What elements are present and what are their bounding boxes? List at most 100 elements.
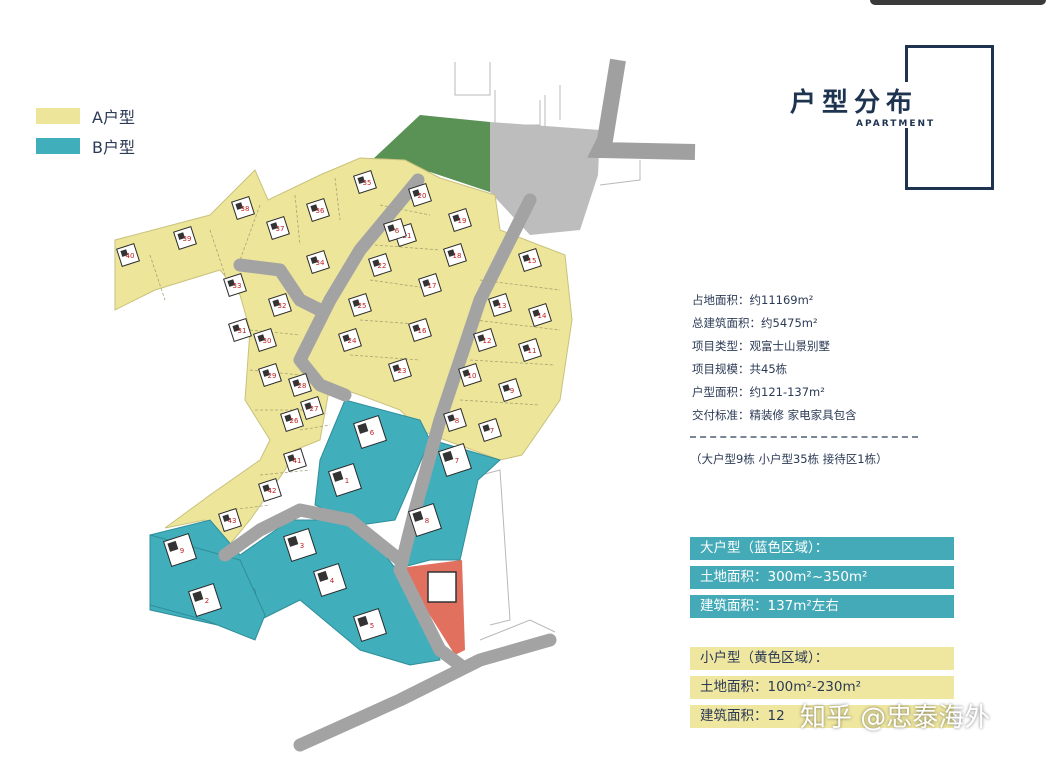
top-bar: [870, 0, 1046, 5]
info-land-area: 占地面积：约11169m²: [692, 293, 814, 307]
title-frame: [905, 45, 994, 190]
house-icon: [352, 414, 388, 450]
lot-number: 10: [468, 372, 477, 380]
lot-number: 3: [300, 542, 304, 550]
info-project-type: 项目类型：观富士山景别墅: [692, 339, 830, 353]
lot-number: 40: [126, 252, 135, 260]
house-roof-detail: [167, 540, 179, 552]
title-frame-left-top: [905, 45, 908, 105]
house-roof-detail: [522, 254, 530, 262]
entrance-road: [587, 58, 696, 160]
lot-number: 20: [418, 192, 427, 200]
house-roof-detail: [272, 299, 280, 307]
unit-count-note: （大户型9栋 小户型35栋 接待区1栋）: [690, 452, 888, 466]
lot-number: 30: [263, 337, 272, 345]
house-roof-detail: [177, 232, 185, 240]
lot-number: 24: [348, 337, 357, 345]
lot-number: 36: [316, 207, 325, 215]
small-type-heading: 小户型（黄色区域）：: [690, 647, 954, 670]
lot-number: 25: [358, 302, 367, 310]
large-type-land: 土地面积：300m²~350m²: [690, 566, 954, 589]
lot-number: 38: [241, 205, 250, 213]
legend-swatch-a: [36, 108, 80, 124]
house-roof-detail: [532, 309, 541, 317]
lot-number: 32: [278, 302, 287, 310]
lot-number: 42: [268, 487, 277, 495]
lot-number: 43: [228, 517, 237, 525]
title-frame-left-bottom: [905, 128, 908, 187]
small-type-building: 建筑面积：12: [690, 705, 954, 728]
house-roof-detail: [447, 414, 455, 422]
info-unit-area: 户型面积：约121-137m²: [692, 385, 825, 399]
house-icon: [327, 462, 363, 498]
lot-number: 5: [370, 622, 374, 630]
lot-number: 6: [370, 429, 375, 437]
house-icon: [407, 502, 443, 538]
house-icon: [282, 527, 318, 563]
house-roof-detail: [352, 299, 360, 307]
house-roof-detail: [227, 279, 236, 287]
house-roof-detail: [332, 470, 344, 482]
info-project-scale: 项目规模：共45栋: [692, 362, 788, 376]
lot-number: 7: [490, 427, 494, 435]
large-type-heading: 大户型（蓝色区域）：: [690, 537, 954, 560]
lot-number: 18: [453, 252, 462, 260]
house-roof-detail: [482, 424, 490, 432]
house-roof-detail: [304, 402, 312, 410]
lot-number: 19: [458, 217, 467, 225]
lot-number: 1: [345, 477, 349, 485]
house-roof-detail: [502, 384, 510, 392]
house-roof-detail: [522, 344, 530, 352]
house-roof-detail: [422, 279, 430, 287]
house-roof-detail: [342, 334, 350, 342]
legend-item-a: A户型: [36, 104, 135, 128]
lot-number: 8: [455, 417, 459, 425]
house-roof-detail: [310, 256, 318, 264]
house-roof-detail: [357, 422, 369, 434]
house-roof-detail: [270, 222, 278, 230]
lot-boundaries: [149, 177, 561, 511]
lot-number: 37: [276, 225, 285, 233]
lot-number: 34: [316, 259, 325, 267]
watermark: 知乎 @忠泰海外: [800, 703, 991, 733]
house-roof-detail: [287, 454, 295, 462]
house-roof-detail: [257, 334, 265, 342]
house-roof-detail: [462, 369, 470, 377]
lot-number: 2: [205, 597, 209, 605]
divider: [690, 436, 918, 438]
info-total-area: 总建筑面积：约5475m²: [692, 316, 818, 330]
house-roof-detail: [412, 510, 424, 522]
legend-label-a: A户型: [92, 108, 135, 127]
house-roof-detail: [392, 364, 400, 372]
lot-number: 21: [403, 232, 412, 240]
house-roof-detail: [235, 202, 244, 210]
house-roof-detail: [222, 514, 231, 522]
house-icon: [187, 582, 223, 618]
house-roof-detail: [120, 249, 129, 257]
house-roof-detail: [357, 176, 365, 184]
house-roof-detail: [262, 369, 270, 377]
lot-number: 9: [180, 547, 184, 555]
reception-building: [427, 571, 457, 603]
lot-number: 22: [378, 262, 387, 270]
info-delivery: 交付标准：精装修 家电家具包含: [692, 408, 857, 422]
house-roof-detail: [387, 224, 395, 232]
lot-number: 26: [290, 417, 299, 425]
house-roof-detail: [412, 324, 420, 332]
lot-number: 7: [455, 457, 459, 465]
lot-number: 13: [498, 302, 507, 310]
lot-number: 8: [425, 517, 429, 525]
legend-item-b: B户型: [36, 134, 135, 158]
lot-number: 15: [528, 257, 537, 265]
lot-number: 33: [233, 282, 242, 290]
house-icon: [162, 532, 198, 568]
house-roof-detail: [317, 570, 329, 582]
lot-number: 41: [293, 457, 302, 465]
house-roof-detail: [192, 590, 204, 602]
lot-number: 23: [398, 367, 407, 375]
house-icon: [312, 562, 348, 598]
lot-number: 14: [538, 312, 547, 320]
house-roof-detail: [287, 535, 299, 547]
lot-number: 11: [528, 347, 537, 355]
